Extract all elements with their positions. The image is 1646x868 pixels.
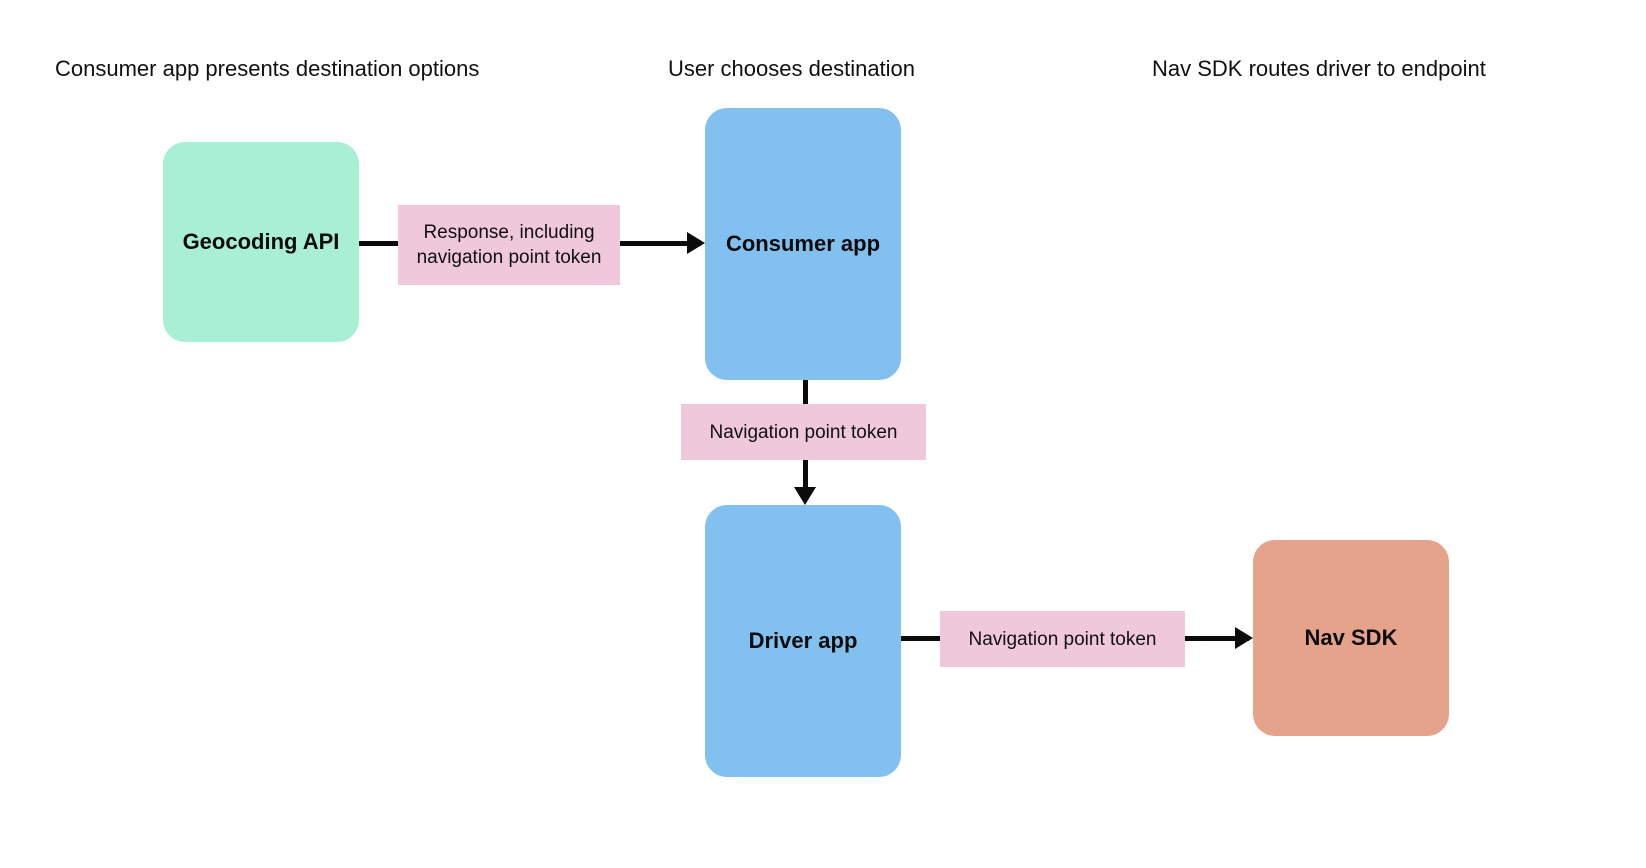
edge-label-navigation-point-token-driver-to-nav-sdk: Navigation point token: [940, 611, 1185, 667]
node-nav-sdk-label: Nav SDK: [1304, 625, 1398, 650]
column-header-nav-sdk: Nav SDK routes driver to endpoint: [1152, 56, 1486, 81]
node-consumer-app-label: Consumer app: [725, 231, 881, 256]
edge-label-navigation-point-token-consumer-to-driver: Navigation point token: [681, 404, 926, 460]
arrowhead-into-consumer-app: [687, 232, 705, 254]
node-geocoding-api-label: Geocoding API: [182, 229, 340, 254]
node-nav-sdk[interactable]: Nav SDK: [1253, 540, 1449, 736]
column-header-consumer: Consumer app presents destination option…: [55, 56, 480, 81]
arrowhead-into-nav-sdk: [1235, 627, 1253, 649]
column-header-user: User chooses destination: [668, 56, 916, 81]
node-driver-app[interactable]: Driver app: [705, 505, 901, 777]
arrowhead-into-driver-app: [794, 487, 816, 505]
edge-label-response-including-navigation-point-token: Response, including navigation point tok…: [398, 205, 620, 285]
node-consumer-app[interactable]: Consumer app: [705, 108, 901, 380]
node-geocoding-api[interactable]: Geocoding API: [163, 142, 359, 342]
node-driver-app-label: Driver app: [748, 628, 858, 653]
